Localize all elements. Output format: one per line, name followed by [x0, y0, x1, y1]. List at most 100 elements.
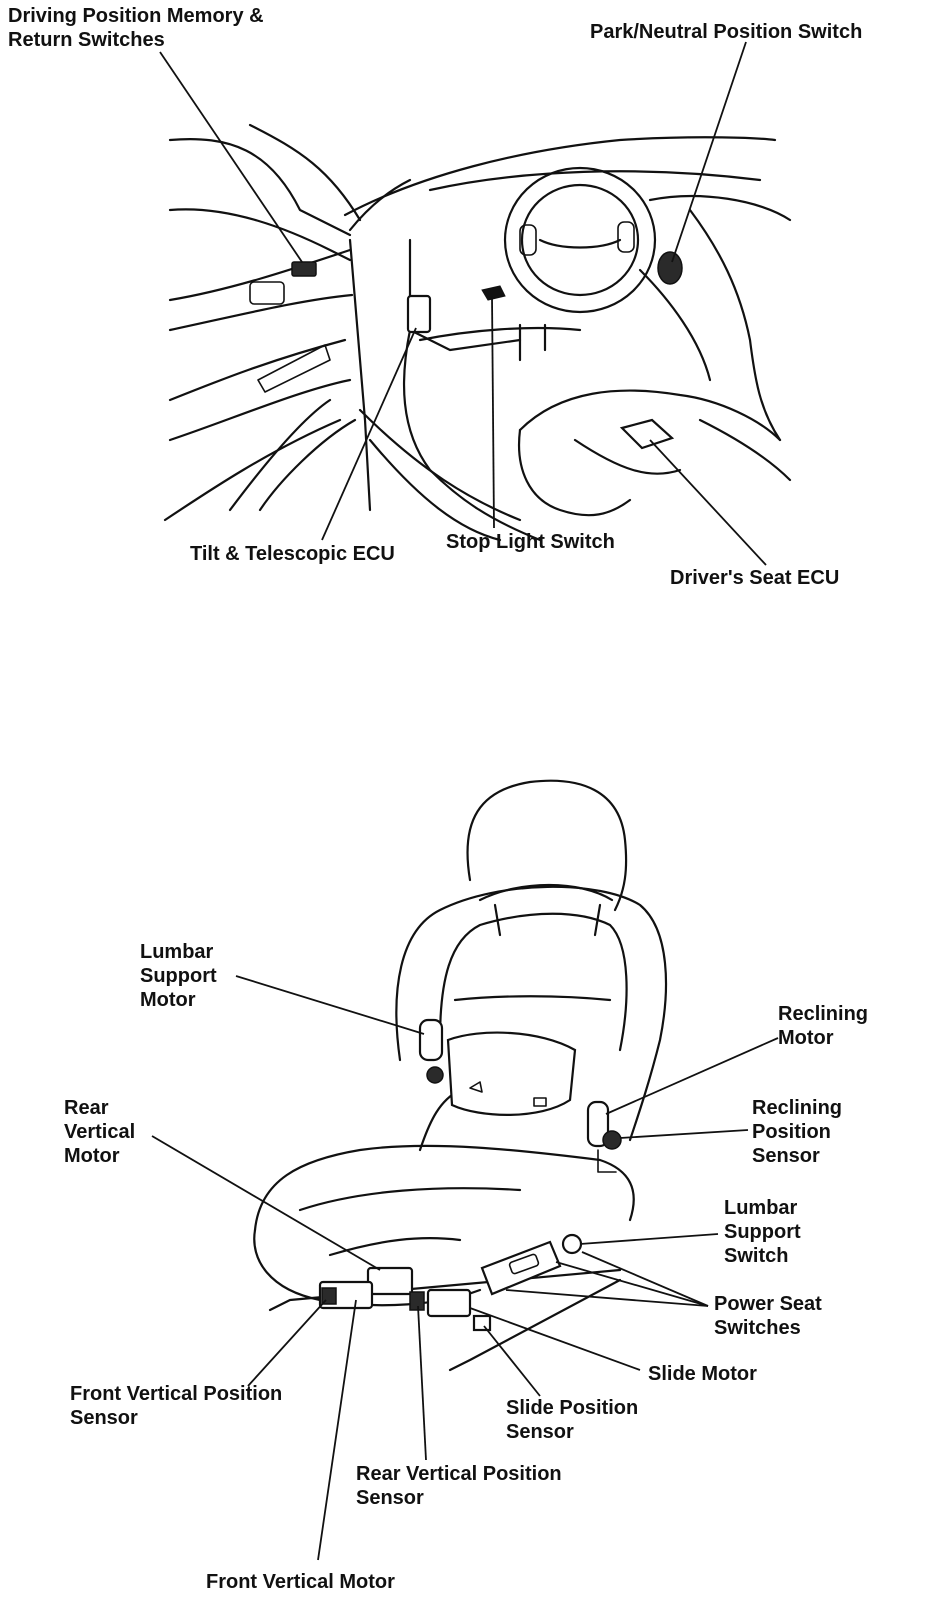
leader-power-seat-1: [555, 1261, 709, 1307]
label-rear-vertical-position-sensor: Rear Vertical Position Sensor: [356, 1462, 562, 1510]
console-mid: [638, 268, 712, 382]
seat-cushion-line: [573, 438, 682, 475]
lumbar-pad: [446, 1031, 577, 1116]
lumbar-motor-shape: [418, 1018, 444, 1062]
lumbar-switch-shape: [561, 1233, 583, 1255]
leader-front-vertical-sensor: [247, 1299, 327, 1387]
lumbar-gear: [426, 1066, 444, 1084]
reclining-bracket: [597, 1149, 617, 1173]
leader-slide-sensor: [483, 1325, 541, 1397]
leader-memory-switches: [159, 51, 303, 263]
lower-dash-line: [418, 326, 582, 342]
label-line: Position: [752, 1121, 831, 1143]
tilt-ecu-box: [406, 294, 432, 334]
label-front-vertical-motor: Front Vertical Motor: [206, 1571, 395, 1593]
label-rear-vertical-motor: Rear Vertical Motor: [64, 1096, 135, 1168]
cushion-top: [253, 1144, 635, 1232]
dash-upper-line: [428, 170, 762, 192]
seat-rail-right: [448, 1278, 622, 1372]
label-line: Driving Position Memory &: [8, 5, 264, 27]
door-line-5: [168, 378, 352, 442]
a-pillar: [348, 238, 372, 512]
reclining-sensor-shape: [602, 1130, 622, 1150]
label-line: Support: [724, 1221, 801, 1243]
leader-power-seat-3: [505, 1289, 709, 1307]
leader-reclining-sensor: [619, 1129, 749, 1139]
console-right: [688, 208, 782, 442]
label-drivers-seat-ecu: Driver's Seat ECU: [670, 567, 840, 589]
door-line-6: [163, 418, 342, 522]
door-line-1: [168, 208, 352, 262]
door-line-8: [258, 418, 357, 512]
headrest-base: [478, 883, 614, 902]
leader-stop-light: [491, 295, 495, 529]
door-frame-top: [168, 138, 352, 237]
drivers-seat-ecu-box: [619, 418, 675, 450]
rear-vertical-motor-shape: [366, 1266, 414, 1296]
label-slide-position-sensor: Slide Position Sensor: [506, 1396, 638, 1444]
leader-slide-motor: [469, 1307, 641, 1371]
memory-switch-shape: [291, 261, 317, 277]
label-line: Sensor: [506, 1421, 574, 1443]
sill-line-2: [368, 438, 502, 542]
leader-rear-vertical-motor: [151, 1135, 381, 1271]
label-line: Switch: [724, 1245, 789, 1267]
window-switch-panel: [257, 344, 331, 393]
leader-front-vertical-motor: [317, 1299, 357, 1561]
label-power-seat-switches: Power Seat Switches: [714, 1292, 822, 1340]
label-line: Sensor: [752, 1145, 820, 1167]
label-line: Motor: [140, 989, 196, 1011]
label-front-vertical-position-sensor: Front Vertical Position Sensor: [70, 1382, 282, 1430]
power-seat-drawing: [151, 779, 779, 1561]
leader-park-neutral: [671, 41, 747, 263]
label-lumbar-support-switch: Lumbar Support Switch: [724, 1196, 801, 1268]
leader-tilt-ecu: [321, 327, 417, 541]
steering-pad-left: [519, 224, 537, 256]
label-line: Lumbar: [140, 941, 214, 963]
steering-spoke: [538, 238, 622, 249]
a-pillar-outer: [248, 123, 362, 222]
label-lumbar-support-motor: Lumbar Support Motor: [140, 940, 217, 1012]
stop-light-switch-shape: [481, 285, 506, 301]
label-line: Reclining: [778, 1003, 869, 1025]
console-top: [648, 195, 792, 222]
park-neutral-shape: [657, 251, 683, 285]
dash-top: [343, 136, 777, 217]
seatback-seam: [453, 995, 612, 1002]
label-memory-switches: Driving Position Memory & Return Switche…: [8, 4, 264, 52]
label-park-neutral-switch: Park/Neutral Position Switch: [590, 21, 863, 43]
label-line: Rear Vertical Position: [356, 1463, 562, 1485]
leader-lumbar-switch: [579, 1233, 719, 1245]
label-line: Power Seat: [714, 1293, 822, 1315]
label-line: Vertical: [64, 1121, 136, 1143]
headrest-posts: [493, 903, 602, 937]
headrest-outer: [466, 779, 628, 912]
car-interior-drawing: [159, 41, 792, 566]
footwell-left: [402, 328, 542, 542]
power-seat-switch-knob: [508, 1253, 540, 1275]
label-line: Slide Position: [506, 1397, 639, 1419]
sill-line-1: [358, 408, 522, 522]
label-stop-light-switch: Stop Light Switch: [446, 531, 615, 553]
leader-reclining-motor: [605, 1037, 779, 1115]
label-line: Motor: [778, 1027, 834, 1049]
door-line-7: [228, 398, 332, 512]
cushion-seam-1: [298, 1187, 522, 1212]
label-line: Sensor: [356, 1487, 424, 1509]
label-line: Support: [140, 965, 217, 987]
lumbar-pad-mark-2: [533, 1097, 547, 1107]
steering-wheel-outer: [503, 166, 657, 314]
leader-lumbar-motor: [235, 975, 425, 1035]
label-line: Front Vertical Position: [70, 1383, 283, 1405]
door-line-3: [168, 293, 354, 332]
label-line: Reclining: [752, 1097, 843, 1119]
steering-wheel-inner: [520, 183, 640, 297]
reclining-motor-shape: [586, 1100, 610, 1148]
seatback-inner: [438, 912, 628, 1052]
slide-sensor-shape: [472, 1314, 492, 1332]
label-reclining-position-sensor: Reclining Position Sensor: [752, 1096, 842, 1168]
door-line-2: [168, 248, 352, 302]
seat-cushion-top: [518, 389, 782, 442]
